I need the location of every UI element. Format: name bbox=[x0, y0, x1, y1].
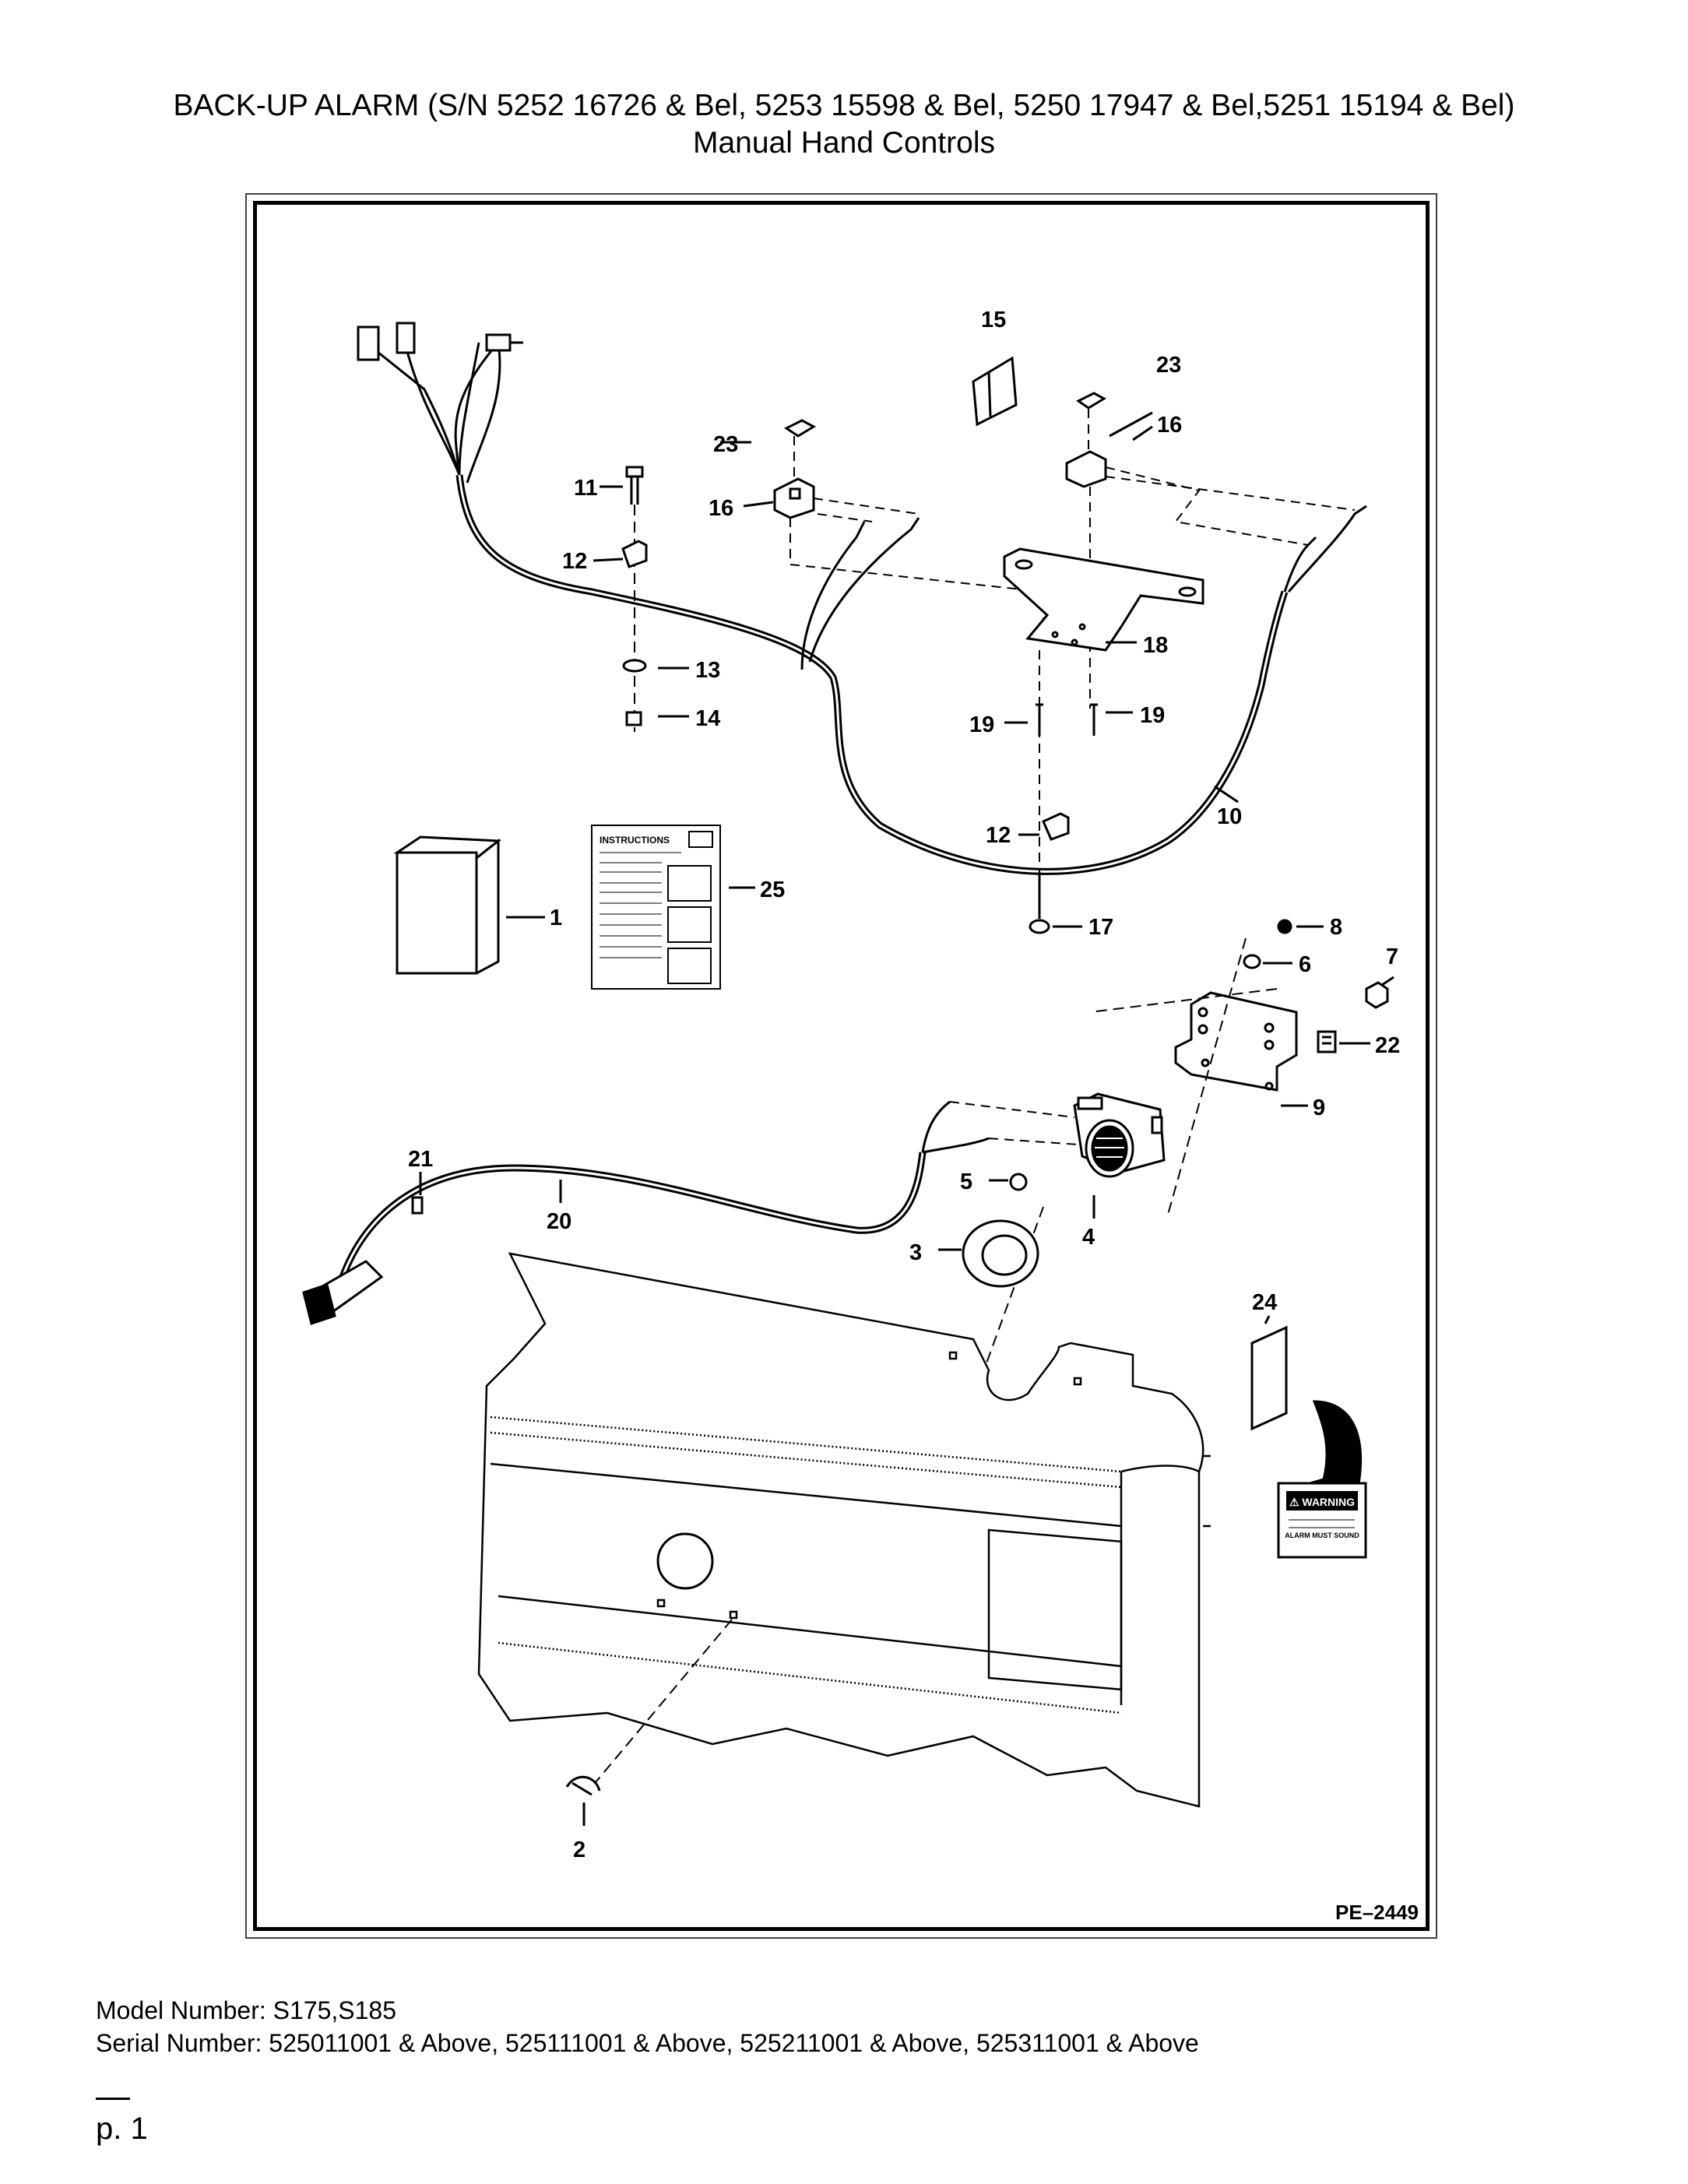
callout-19a: 19 bbox=[969, 712, 994, 737]
decal-sub-text: ALARM MUST SOUND bbox=[1285, 1532, 1359, 1539]
callout-23a: 23 bbox=[713, 432, 738, 457]
warning-decal: ⚠ WARNING ALARM MUST SOUND bbox=[1277, 1482, 1367, 1559]
screw-19-right bbox=[1090, 703, 1098, 736]
instructions-heading: INSTRUCTIONS bbox=[600, 835, 670, 846]
callout-23b: 23 bbox=[1156, 353, 1181, 378]
figure-code: PE–2449 bbox=[1335, 1901, 1419, 1924]
nut-7 bbox=[1365, 981, 1389, 1009]
callout-5: 5 bbox=[960, 1169, 972, 1194]
switch-16-left bbox=[773, 477, 815, 519]
grommet-3 bbox=[962, 1219, 1039, 1288]
callout-7: 7 bbox=[1386, 944, 1398, 969]
callout-22: 22 bbox=[1375, 1033, 1400, 1058]
bolt-17 bbox=[1029, 872, 1050, 934]
model-number: Model Number: S175,S185 bbox=[96, 1996, 396, 2024]
callout-8: 8 bbox=[1330, 915, 1342, 940]
callout-1: 1 bbox=[550, 906, 562, 930]
shim-23-left bbox=[784, 419, 817, 438]
callout-2: 2 bbox=[573, 1838, 586, 1862]
backup-alarm-4 bbox=[1073, 1092, 1166, 1178]
callout-17: 17 bbox=[1088, 915, 1113, 940]
nut-14 bbox=[625, 711, 642, 726]
alarm-bracket-9 bbox=[1174, 991, 1298, 1092]
footer-divider bbox=[96, 2098, 130, 2100]
callout-24: 24 bbox=[1252, 1290, 1277, 1315]
plug-2 bbox=[565, 1775, 601, 1796]
wire-harness-20 bbox=[302, 1100, 990, 1325]
callout-16b: 16 bbox=[1157, 413, 1182, 438]
bracket-15 bbox=[972, 356, 1018, 427]
decal-warning-text: ⚠ WARNING bbox=[1289, 1496, 1355, 1508]
screw-19-left bbox=[1036, 703, 1043, 736]
callout-19b: 19 bbox=[1140, 703, 1165, 728]
callout-6: 6 bbox=[1299, 952, 1311, 977]
bolt-11 bbox=[625, 466, 644, 505]
shim-23-right bbox=[1076, 392, 1107, 410]
callout-12a: 12 bbox=[562, 549, 587, 574]
callout-13: 13 bbox=[695, 658, 720, 683]
nut-8 bbox=[1277, 919, 1292, 934]
page-number: p. 1 bbox=[96, 2112, 148, 2146]
callout-18: 18 bbox=[1143, 633, 1168, 658]
callout-16a: 16 bbox=[709, 496, 733, 521]
callout-12b: 12 bbox=[986, 823, 1011, 848]
switch-16-right bbox=[1065, 450, 1107, 488]
clip-12-lower bbox=[1042, 812, 1070, 841]
leader-lines bbox=[419, 411, 1394, 1826]
washer-13 bbox=[622, 659, 647, 673]
callout-21: 21 bbox=[408, 1147, 433, 1172]
callout-25: 25 bbox=[760, 877, 785, 902]
callout-11: 11 bbox=[574, 476, 598, 501]
callout-9: 9 bbox=[1313, 1096, 1325, 1120]
serial-number: Serial Number: 525011001 & Above, 525111… bbox=[96, 2029, 1199, 2057]
wire-harness-10 bbox=[357, 322, 1367, 875]
clip-22 bbox=[1317, 1030, 1337, 1053]
kit-box-1 bbox=[393, 835, 502, 975]
screw-5 bbox=[1009, 1173, 1028, 1191]
callout-10: 10 bbox=[1217, 804, 1242, 829]
clip-12-upper bbox=[621, 540, 648, 568]
diagram-frame bbox=[245, 193, 1437, 1939]
page-subtitle: Manual Hand Controls bbox=[692, 126, 996, 160]
mounting-plate-18 bbox=[1003, 547, 1204, 652]
page-title: BACK-UP ALARM (S/N 5252 16726 & Bel, 525… bbox=[173, 89, 1515, 122]
instruction-sheet-25 bbox=[591, 825, 721, 990]
decal-24 bbox=[1250, 1325, 1288, 1431]
parts-diagram: ⚠ WARNING ALARM MUST SOUND INSTRUCTIONS bbox=[302, 308, 1419, 1924]
callout-3: 3 bbox=[909, 1240, 922, 1265]
rear-panel bbox=[477, 1252, 1211, 1808]
callout-20: 20 bbox=[547, 1209, 571, 1234]
callout-15: 15 bbox=[981, 308, 1006, 332]
lock-washer-6 bbox=[1243, 954, 1261, 969]
callout-14: 14 bbox=[695, 706, 720, 731]
callout-4: 4 bbox=[1082, 1225, 1095, 1250]
